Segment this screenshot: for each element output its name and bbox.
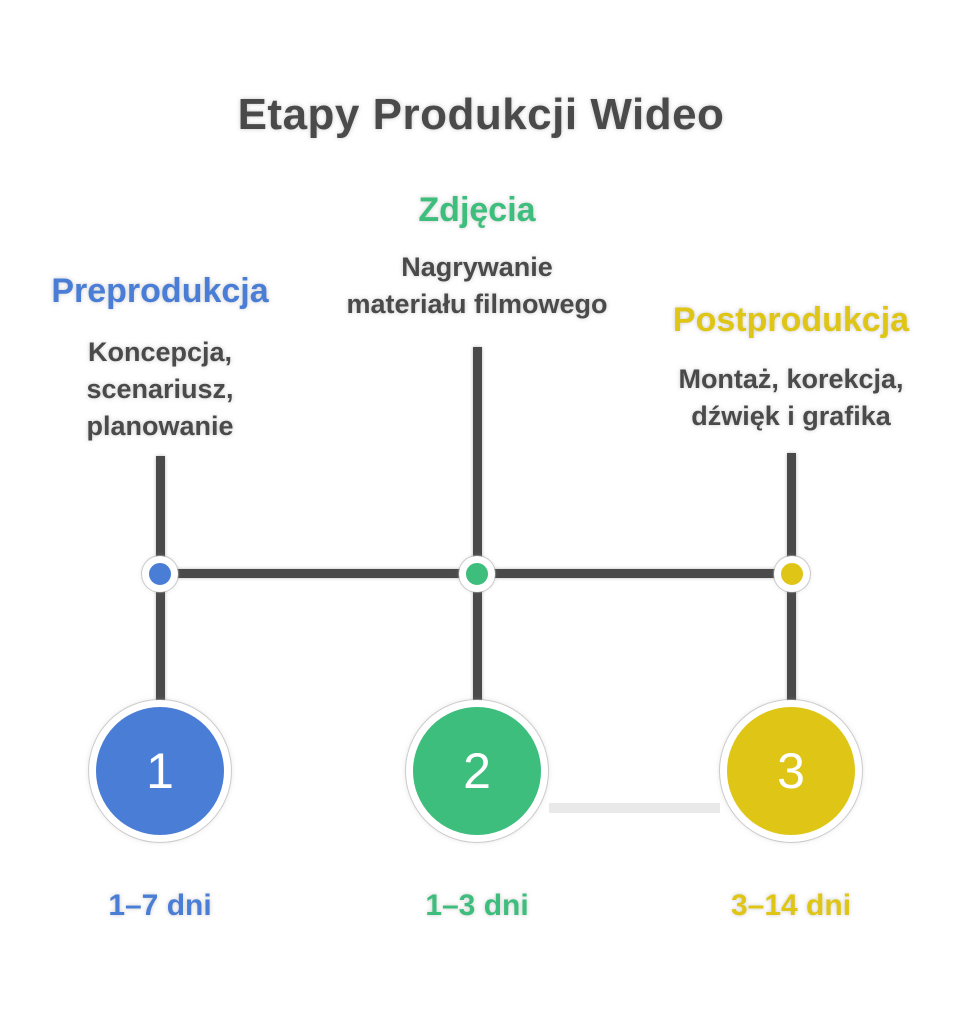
stage-duration-zdjecia: 1–3 dni (425, 889, 529, 922)
stage-heading-preprodukcja: Preprodukcja (51, 272, 269, 310)
stage-circle-1: 1 (89, 700, 231, 842)
circle-connector-line (549, 803, 720, 813)
timeline-stem-2 (473, 347, 482, 702)
timeline-dot-preprodukcja (142, 556, 178, 592)
timeline-dot-postprodukcja (774, 556, 810, 592)
stage-circle-3: 3 (720, 700, 862, 842)
stage-description-preprodukcja: Koncepcja, scenariusz, planowanie (0, 334, 340, 445)
description-line: Montaż, korekcja, (678, 364, 904, 394)
description-line: Koncepcja, (87, 337, 233, 367)
description-line: scenariusz, (86, 374, 234, 404)
stage-number-3: 3 (777, 743, 805, 799)
stage-number-1: 1 (146, 743, 174, 799)
stage-duration-postprodukcja: 3–14 dni (730, 889, 852, 922)
timeline-dot-zdjecia (459, 556, 495, 592)
page-title: Etapy Produkcji Wideo (237, 90, 725, 139)
stage-circle-2: 2 (406, 700, 548, 842)
stage-duration-preprodukcja: 1–7 dni (108, 889, 212, 922)
description-line: Nagrywanie (401, 252, 553, 282)
stage-number-2: 2 (463, 743, 491, 799)
description-line: dźwięk i grafika (691, 401, 891, 431)
stage-heading-postprodukcja: Postprodukcja (672, 301, 910, 339)
stage-description-postprodukcja: Montaż, korekcja, dźwięk i grafika (611, 361, 962, 435)
stage-heading-zdjecia: Zdjęcia (418, 191, 536, 229)
description-line: materiału filmowego (346, 289, 608, 319)
stage-description-zdjecia: Nagrywanie materiału filmowego (297, 249, 657, 323)
description-line: planowanie (86, 411, 234, 441)
